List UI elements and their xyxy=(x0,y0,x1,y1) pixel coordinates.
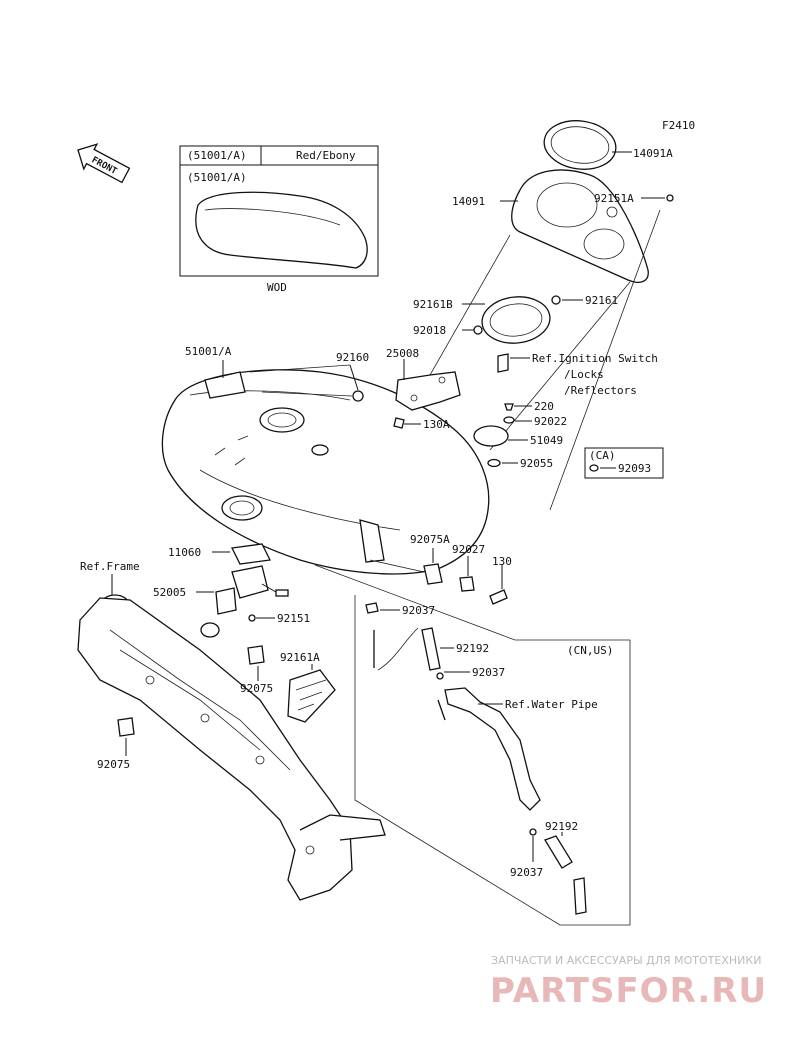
label-ref-ignition-2: /Locks xyxy=(564,368,604,381)
clip-92037-b: 92037 xyxy=(436,666,505,680)
label-92151: 92151 xyxy=(277,612,310,625)
oring-92055: 92055 xyxy=(487,457,553,470)
figure-code: F2410 xyxy=(662,119,695,132)
clip-92037-a: 92037 xyxy=(365,602,435,617)
hose-92192-a: 92192 xyxy=(421,627,489,671)
water-pipe: Ref.Water Pipe xyxy=(437,687,598,811)
fuel-pump-52005: 52005 xyxy=(153,565,289,638)
front-arrow: FRONT xyxy=(77,143,131,184)
label-14091A: 14091A xyxy=(633,147,673,160)
ring-14091A: 14091A xyxy=(543,120,673,170)
collar-92027: 92027 xyxy=(452,543,485,592)
label-92160: 92160 xyxy=(336,351,369,364)
label-92161A: 92161A xyxy=(280,651,320,664)
label-ref-water-pipe: Ref.Water Pipe xyxy=(505,698,598,711)
inset-tank-outline xyxy=(195,191,368,269)
label-92022: 92022 xyxy=(534,415,567,428)
grommet-92161: 92161 xyxy=(551,294,618,307)
inset-inner-label: (51001/A) xyxy=(187,171,247,184)
cnus-box: (CN,US) xyxy=(314,564,631,926)
label-ref-ignition-1: Ref.Ignition Switch xyxy=(532,352,658,365)
label-11060: 11060 xyxy=(168,546,201,559)
label-92027: 92027 xyxy=(452,543,485,556)
label-92192-a: 92192 xyxy=(456,642,489,655)
label-92093: 92093 xyxy=(618,462,651,475)
damper-92075A: 92075A xyxy=(410,533,450,585)
variant-inset: (51001/A) Red/Ebony (51001/A) WOD xyxy=(179,145,379,294)
frame xyxy=(77,594,386,901)
hose-92192-b: 92192 xyxy=(544,820,587,915)
meter-cover-14091: 14091 xyxy=(452,169,649,283)
gasket-11060: 11060 xyxy=(168,543,271,565)
bracket-25008: 92160 25008 130A xyxy=(249,347,461,431)
label-92055: 92055 xyxy=(520,457,553,470)
clip-92037-c: 92037 xyxy=(510,828,543,879)
label-92161B: 92161B xyxy=(413,298,453,311)
label-92018: 92018 xyxy=(413,324,446,337)
fuel-tank-51001A: 51001/A xyxy=(161,345,490,575)
label-ref-frame: Ref.Frame xyxy=(80,560,140,573)
label-92075-b: 92075 xyxy=(97,758,130,771)
label-130A: 130A xyxy=(423,418,450,431)
ca-box-label: (CA) xyxy=(589,449,616,462)
gauge-ring-92161B: 92161B xyxy=(413,296,551,344)
label-25008: 25008 xyxy=(386,347,419,360)
washer-92022: 92022 xyxy=(503,415,567,428)
inset-header-right: Red/Ebony xyxy=(296,149,356,162)
bolt-130: 130 xyxy=(489,555,512,605)
label-92037-b: 92037 xyxy=(472,666,505,679)
label-92037-c: 92037 xyxy=(510,866,543,879)
cap-51049: 51049 xyxy=(473,425,563,447)
label-92075A: 92075A xyxy=(410,533,450,546)
screw-92151: 92151 xyxy=(248,612,310,625)
label-92037-a: 92037 xyxy=(402,604,435,617)
label-ref-ignition-3: /Reflectors xyxy=(564,384,637,397)
label-92161: 92161 xyxy=(585,294,618,307)
label-92192-b: 92192 xyxy=(545,820,578,833)
inset-header-left: (51001/A) xyxy=(187,149,247,162)
label-51001A: 51001/A xyxy=(185,345,232,358)
cnus-box-label: (CN,US) xyxy=(567,644,613,657)
ignition-ref: Ref.Ignition Switch /Locks /Reflectors xyxy=(497,352,658,397)
label-51049: 51049 xyxy=(530,434,563,447)
screw-220: 220 xyxy=(504,400,554,413)
label-52005: 52005 xyxy=(153,586,186,599)
label-130: 130 xyxy=(492,555,512,568)
screw-92151A: 92151A xyxy=(594,192,674,205)
ca-box: (CA) 92093 xyxy=(584,447,664,479)
damper-92161A: 92161A xyxy=(280,651,336,723)
watermark-tagline: ЗАПЧАСТИ И АКСЕССУАРЫ ДЛЯ МОТОТЕХНИКИ xyxy=(491,954,761,967)
nut-92018: 92018 xyxy=(413,324,483,337)
label-92075-a: 92075 xyxy=(240,682,273,695)
label-220: 220 xyxy=(534,400,554,413)
watermark-brand: PARTSFOR.RU xyxy=(490,971,767,1011)
label-14091: 14091 xyxy=(452,195,485,208)
damper-92075-b: 92075 xyxy=(97,717,135,771)
label-92151A: 92151A xyxy=(594,192,634,205)
inset-variant-label: WOD xyxy=(267,281,287,294)
damper-92075-a: 92075 xyxy=(240,645,273,695)
